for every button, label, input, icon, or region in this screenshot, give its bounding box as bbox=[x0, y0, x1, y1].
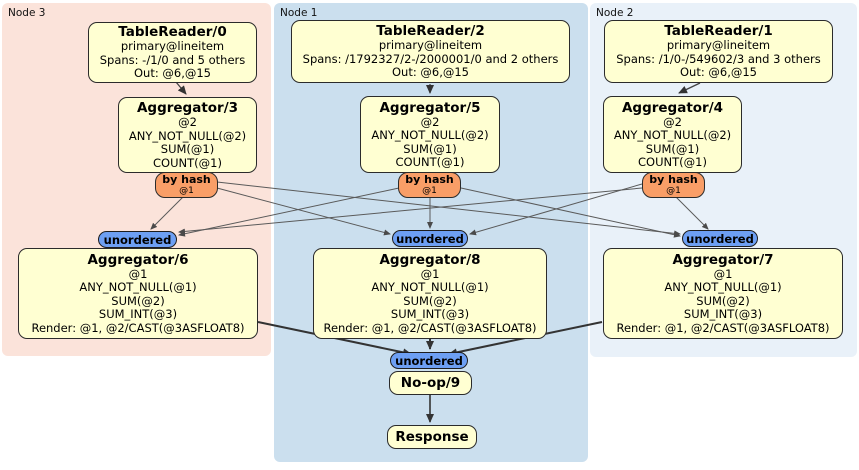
processor-agg-fn: ANY_NOT_NULL(@2) bbox=[371, 128, 489, 142]
processor-group-cols: @2 bbox=[420, 114, 440, 129]
processor-agg-fn: SUM_INT(@3) bbox=[390, 307, 470, 322]
processor-agg-fn: SUM(@2) bbox=[403, 293, 457, 308]
processor-title: No-op/9 bbox=[400, 375, 461, 391]
processor-spans: Spans: /1/0-/549602/3 and 3 others bbox=[616, 51, 821, 66]
processor-title: TableReader/2 bbox=[376, 23, 485, 40]
processor-aggregator-6: Aggregator/6 @1 ANY_NOT_NULL(@1) SUM(@2)… bbox=[18, 248, 258, 339]
processor-out: Out: @6,@15 bbox=[134, 66, 211, 81]
processor-render-expr: Render: @1, @2/CAST(@3ASFLOAT8) bbox=[616, 320, 830, 335]
processor-spans: Spans: -/1/0 and 5 others bbox=[99, 52, 246, 67]
processor-agg-fn: SUM(@2) bbox=[696, 293, 750, 308]
sync-unordered-node1: unordered bbox=[392, 230, 468, 247]
processor-group-cols: @1 bbox=[420, 266, 440, 281]
response-label: Response bbox=[395, 429, 469, 445]
processor-title: Aggregator/3 bbox=[136, 100, 239, 116]
processor-group-cols: @2 bbox=[178, 115, 197, 129]
router-by-hash-node3: by hash @1 bbox=[155, 172, 218, 198]
router-hash-cols: @1 bbox=[422, 186, 437, 196]
processor-agg-fn: COUNT(@1) bbox=[153, 155, 222, 170]
processor-group-cols: @1 bbox=[713, 266, 733, 281]
router-label: by hash bbox=[162, 173, 211, 186]
processor-title: TableReader/0 bbox=[118, 24, 227, 41]
router-hash-cols: @1 bbox=[666, 186, 681, 196]
processor-agg-fn: SUM(@1) bbox=[403, 141, 457, 156]
processor-noop: No-op/9 bbox=[389, 371, 472, 395]
processor-render-expr: Render: @1, @2/CAST(@3ASFLOAT8) bbox=[31, 320, 245, 335]
processor-agg-fn: ANY_NOT_NULL(@2) bbox=[613, 128, 732, 142]
processor-aggregator-4: Aggregator/4 @2 ANY_NOT_NULL(@2) SUM(@1)… bbox=[603, 96, 742, 173]
processor-title: Aggregator/5 bbox=[379, 99, 481, 116]
sync-unordered-node2: unordered bbox=[682, 230, 758, 247]
sync-unordered-node3: unordered bbox=[98, 231, 177, 248]
processor-agg-fn: ANY_NOT_NULL(@1) bbox=[79, 280, 197, 295]
processor-title: Aggregator/8 bbox=[379, 251, 481, 268]
processor-aggregator-8: Aggregator/8 @1 ANY_NOT_NULL(@1) SUM(@2)… bbox=[313, 248, 547, 339]
processor-tablereader-0: TableReader/0 primary@lineitem Spans: -/… bbox=[88, 22, 257, 83]
processor-agg-fn: ANY_NOT_NULL(@2) bbox=[128, 128, 247, 143]
processor-agg-fn: SUM(@1) bbox=[160, 142, 215, 156]
processor-title: TableReader/1 bbox=[664, 23, 773, 40]
processor-spans: Spans: /1792327/2-/2000001/0 and 2 other… bbox=[302, 51, 559, 66]
processor-out: Out: @6,@15 bbox=[392, 65, 469, 80]
node3-region-label: Node 3 bbox=[8, 7, 46, 19]
processor-index: primary@lineitem bbox=[120, 39, 225, 54]
processor-aggregator-7: Aggregator/7 @1 ANY_NOT_NULL(@1) SUM(@2)… bbox=[603, 248, 843, 339]
router-by-hash-node2: by hash @1 bbox=[642, 172, 705, 198]
processor-group-cols: @2 bbox=[663, 114, 682, 129]
processor-agg-fn: SUM(@1) bbox=[645, 141, 700, 156]
processor-agg-fn: ANY_NOT_NULL(@1) bbox=[371, 280, 489, 295]
sync-unordered-final: unordered bbox=[390, 352, 468, 369]
processor-agg-fn: COUNT(@1) bbox=[638, 155, 707, 169]
processor-agg-fn: SUM(@2) bbox=[111, 293, 165, 308]
processor-title: Aggregator/4 bbox=[621, 99, 724, 116]
processor-tablereader-2: TableReader/2 primary@lineitem Spans: /1… bbox=[291, 20, 570, 83]
processor-render-expr: Render: @1, @2/CAST(@3ASFLOAT8) bbox=[323, 320, 537, 335]
router-by-hash-node1: by hash @1 bbox=[398, 172, 461, 198]
processor-title: Aggregator/7 bbox=[672, 251, 774, 268]
processor-index: primary@lineitem bbox=[666, 38, 771, 53]
processor-agg-fn: SUM_INT(@3) bbox=[98, 307, 178, 322]
processor-agg-fn: ANY_NOT_NULL(@1) bbox=[664, 280, 782, 295]
node1-region-label: Node 1 bbox=[280, 7, 318, 19]
processor-out: Out: @6,@15 bbox=[680, 65, 757, 80]
node2-region-label: Node 2 bbox=[596, 7, 634, 19]
router-label: by hash bbox=[405, 173, 454, 186]
processor-agg-fn: COUNT(@1) bbox=[395, 155, 465, 169]
processor-agg-fn: SUM_INT(@3) bbox=[683, 307, 763, 322]
processor-aggregator-5: Aggregator/5 @2 ANY_NOT_NULL(@2) SUM(@1)… bbox=[360, 96, 500, 173]
processor-index: primary@lineitem bbox=[378, 38, 483, 53]
processor-tablereader-1: TableReader/1 primary@lineitem Spans: /1… bbox=[604, 20, 833, 83]
router-hash-cols: @1 bbox=[179, 186, 194, 196]
router-label: by hash bbox=[649, 173, 698, 186]
response-node: Response bbox=[387, 425, 477, 449]
processor-title: Aggregator/6 bbox=[87, 251, 189, 268]
processor-group-cols: @1 bbox=[128, 266, 148, 281]
processor-aggregator-3: Aggregator/3 @2 ANY_NOT_NULL(@2) SUM(@1)… bbox=[118, 97, 257, 173]
